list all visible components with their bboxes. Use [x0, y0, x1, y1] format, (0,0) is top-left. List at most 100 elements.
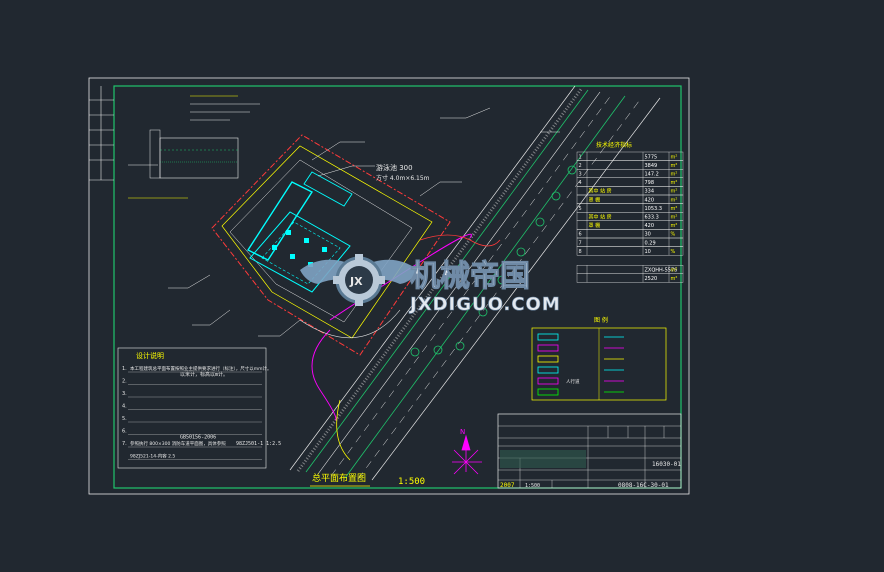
- legend-label: 人行道: [566, 378, 580, 385]
- main-road: [289, 85, 661, 481]
- legend-item: 人行道: [537, 377, 624, 385]
- econ-table-cell: m²: [671, 189, 678, 195]
- econ-table-row: 1 5775 m²: [576, 151, 684, 161]
- econ-table-cell: 其中 站 房: [589, 188, 612, 195]
- econ-table-cell: 147.2: [645, 172, 659, 178]
- econ-table-cell: 5: [579, 206, 582, 212]
- econ-table-cell: m²: [671, 215, 678, 221]
- econ-table-cell: %: [671, 232, 676, 238]
- note-text: 参照执行 800×300 消防车道平面图，具体参照: [130, 440, 226, 447]
- note-subtext: 98ZJ501-1 1:2.5: [236, 441, 281, 447]
- site-boundary: [211, 134, 451, 356]
- econ-table-cell: ZXQHH-5576: [645, 268, 678, 274]
- econ-table-cell: 0.29: [645, 240, 656, 246]
- title-block-scale: 1:500: [525, 483, 540, 489]
- design-notes: 设计说明 1.本工程建筑总平面布置按照业主提供要求进行（标注），尺寸以mm计。以…: [117, 347, 281, 469]
- econ-table-title: 技术经济指标: [596, 141, 632, 149]
- watermark-brand-cn: 机械帝国: [410, 259, 530, 294]
- note-subtext: GB50156-2006: [180, 435, 216, 441]
- callout-dims: 方寸 4.0m×6.15m: [376, 174, 430, 182]
- legend-item: [537, 333, 624, 341]
- econ-table-cell: 6: [579, 232, 582, 238]
- watermark: JX 机械帝国 JXDIGUO.COM: [300, 254, 561, 315]
- econ-table-cell: 5775: [645, 154, 658, 160]
- econ-table-cell: 1: [579, 154, 582, 160]
- econ-table-cell: 8: [579, 249, 582, 255]
- watermark-logo-letters: JX: [349, 275, 363, 288]
- econ-table-row: 8 10%: [576, 246, 684, 256]
- note-number: 7.: [122, 441, 127, 447]
- road-trees: [410, 165, 577, 357]
- econ-table-cell: 罩 棚: [589, 196, 601, 203]
- note-item: 5.: [122, 416, 262, 423]
- note-number: 5.: [122, 416, 127, 422]
- econ-table-cell: m²: [671, 154, 678, 160]
- econ-table-cell: 4: [579, 180, 582, 186]
- detail-section: [128, 95, 260, 199]
- note-text: 本工程建筑总平面布置按照业主提供要求进行（标注），尺寸以mm计。: [130, 365, 272, 372]
- econ-table-cell: m²: [671, 180, 678, 186]
- note-number: 4.: [122, 404, 127, 410]
- title-block-drawing-no: 0808-16C-30-01: [618, 482, 669, 489]
- north-arrow-icon: N: [452, 428, 482, 475]
- title-block-sheet-code: 16030-01: [652, 461, 681, 468]
- drawing-title: 总平面布置图 1:500: [310, 472, 425, 487]
- econ-table-cell: 10: [645, 249, 651, 255]
- econ-table-row: 罩 棚 420 m²: [576, 194, 684, 204]
- note-number: 6.: [122, 429, 127, 435]
- econ-table-cell: 633.3: [645, 215, 659, 221]
- notes-heading: 设计说明: [136, 351, 164, 360]
- legend-item: [537, 388, 624, 396]
- note-number: 1.: [122, 366, 127, 372]
- econ-table-cell: 334: [645, 189, 655, 195]
- watermark-brand-en: JXDIGUO.COM: [408, 294, 561, 315]
- svg-text:N: N: [460, 428, 465, 436]
- legend-item: [537, 355, 624, 363]
- access-roads: [299, 233, 501, 461]
- econ-table-row: 4 798 m²: [576, 177, 684, 187]
- callout-pool: 游泳池 300: [376, 163, 413, 172]
- econ-table-row: 其中 站 房 633.3 m²: [576, 211, 684, 221]
- econ-table-cell: 420: [645, 197, 655, 203]
- econ-table-cell: 798: [645, 180, 655, 186]
- econ-table-cell: m²: [671, 197, 678, 203]
- econ-table-cell: m²: [671, 163, 678, 169]
- econ-table-cell: 420: [645, 223, 655, 229]
- econ-table-cell: 罩 棚: [589, 222, 601, 229]
- econ-table-cell: 其中 站 房: [589, 214, 612, 221]
- econ-table-row: 其中 站 房 334 m²: [576, 186, 684, 196]
- econ-table-row: 罩 棚 420 m²: [576, 220, 684, 230]
- legend-title: 图 例: [594, 316, 608, 324]
- sheet-frame: [88, 77, 690, 495]
- econ-table-cell: m²: [671, 276, 678, 282]
- econ-table-cell: %: [671, 249, 676, 255]
- note-item: 6. GB50156-2006: [122, 429, 262, 441]
- note-item: 7.参照执行 800×300 消防车道平面图，具体参照 98ZJ501-1 1:2…: [122, 440, 281, 448]
- drawing-scale: 1:500: [398, 477, 425, 487]
- drawing-title-cn: 总平面布置图: [312, 472, 366, 484]
- note-subtext: 以米计，标高以m计。: [180, 371, 228, 378]
- econ-table-cell: m²: [671, 206, 678, 212]
- econ-table-cell: 2520: [645, 276, 658, 282]
- econ-table-row: 2520 m²: [576, 273, 684, 283]
- title-block: 2007 1:500 0808-16C-30-01 16030-01: [497, 413, 682, 489]
- note-text: 98ZJ521-14-内容 2.5: [130, 453, 175, 460]
- callout-leaders: [168, 107, 560, 337]
- note-item: 2.: [122, 379, 262, 385]
- econ-table-cell: m²: [671, 223, 678, 229]
- note-number: 2.: [122, 379, 127, 385]
- econ-table-cell: m²: [671, 268, 678, 274]
- note-item: 4.: [122, 404, 262, 410]
- econ-table-cell: m²: [671, 172, 678, 178]
- title-block-year: 2007: [500, 482, 515, 489]
- note-item: 98ZJ521-14-内容 2.5: [128, 453, 262, 460]
- econ-table-cell: 2: [579, 163, 582, 169]
- note-item: 1.本工程建筑总平面布置按照业主提供要求进行（标注），尺寸以mm计。以米计，标高…: [122, 365, 272, 378]
- econ-table-cell: 7: [579, 240, 582, 246]
